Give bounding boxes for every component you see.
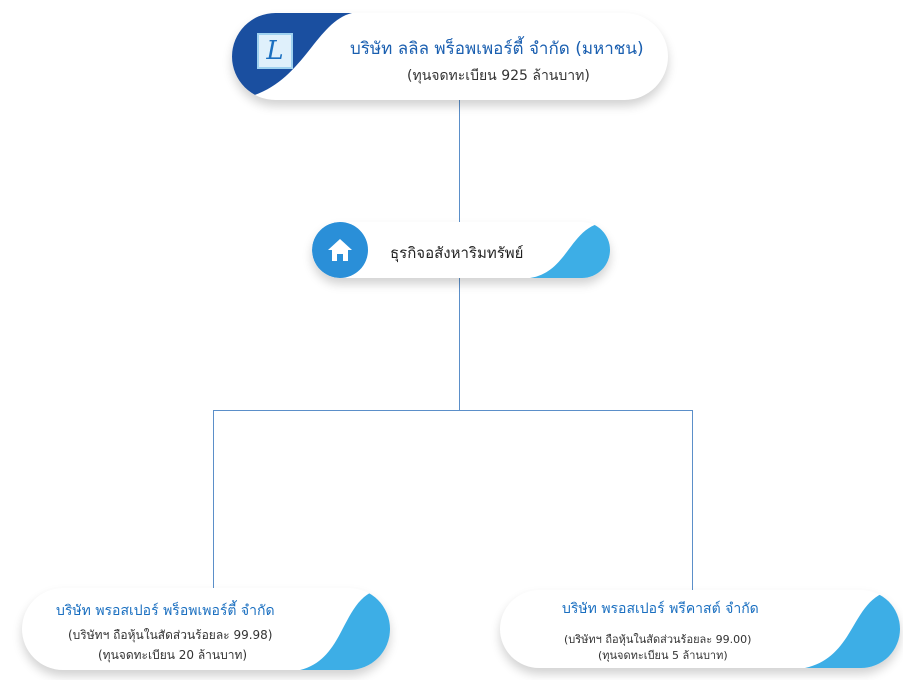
subsidiary-capital: (ทุนจดทะเบียน 20 ล้านบาท) <box>98 648 248 662</box>
subsidiary-holding: (บริษัทฯ ถือหุ้นในสัดส่วนร้อยละ 99.98) <box>68 628 273 642</box>
subsidiary-capital: (ทุนจดทะเบียน 5 ล้านบาท) <box>598 649 728 662</box>
business-label: ธุรกิจอสังหาริมทรัพย์ <box>390 244 524 262</box>
connector <box>459 100 460 222</box>
business-box: ธุรกิจอสังหาริมทรัพย์ <box>312 222 610 278</box>
parent-company-box: L บริษัท ลลิล พร็อพเพอร์ตี้ จำกัด (มหาชน… <box>232 13 668 100</box>
parent-company-name: บริษัท ลลิล พร็อพเพอร์ตี้ จำกัด (มหาชน) <box>350 39 644 59</box>
logo: L <box>257 33 293 69</box>
connector <box>213 410 693 411</box>
subsidiary-holding: (บริษัทฯ ถือหุ้นในสัดส่วนร้อยละ 99.00) <box>564 633 752 646</box>
swoosh-decoration <box>300 588 390 670</box>
swoosh-decoration <box>805 590 900 668</box>
subsidiary-name: บริษัท พรอสเปอร์ พร็อพเพอร์ตี้ จำกัด <box>56 603 275 619</box>
subsidiary-name: บริษัท พรอสเปอร์ พรีคาสต์ จำกัด <box>562 601 759 617</box>
connector <box>213 410 214 590</box>
subsidiary-box: บริษัท พรอสเปอร์ พรีคาสต์ จำกัด (บริษัทฯ… <box>500 590 900 668</box>
subsidiary-box: บริษัท พรอสเปอร์ พร็อพเพอร์ตี้ จำกัด (บร… <box>22 588 390 670</box>
swoosh-decoration <box>530 222 610 278</box>
parent-company-capital: (ทุนจดทะเบียน 925 ล้านบาท) <box>407 68 590 84</box>
connector <box>692 410 693 590</box>
house-icon <box>312 222 368 278</box>
connector <box>459 278 460 410</box>
